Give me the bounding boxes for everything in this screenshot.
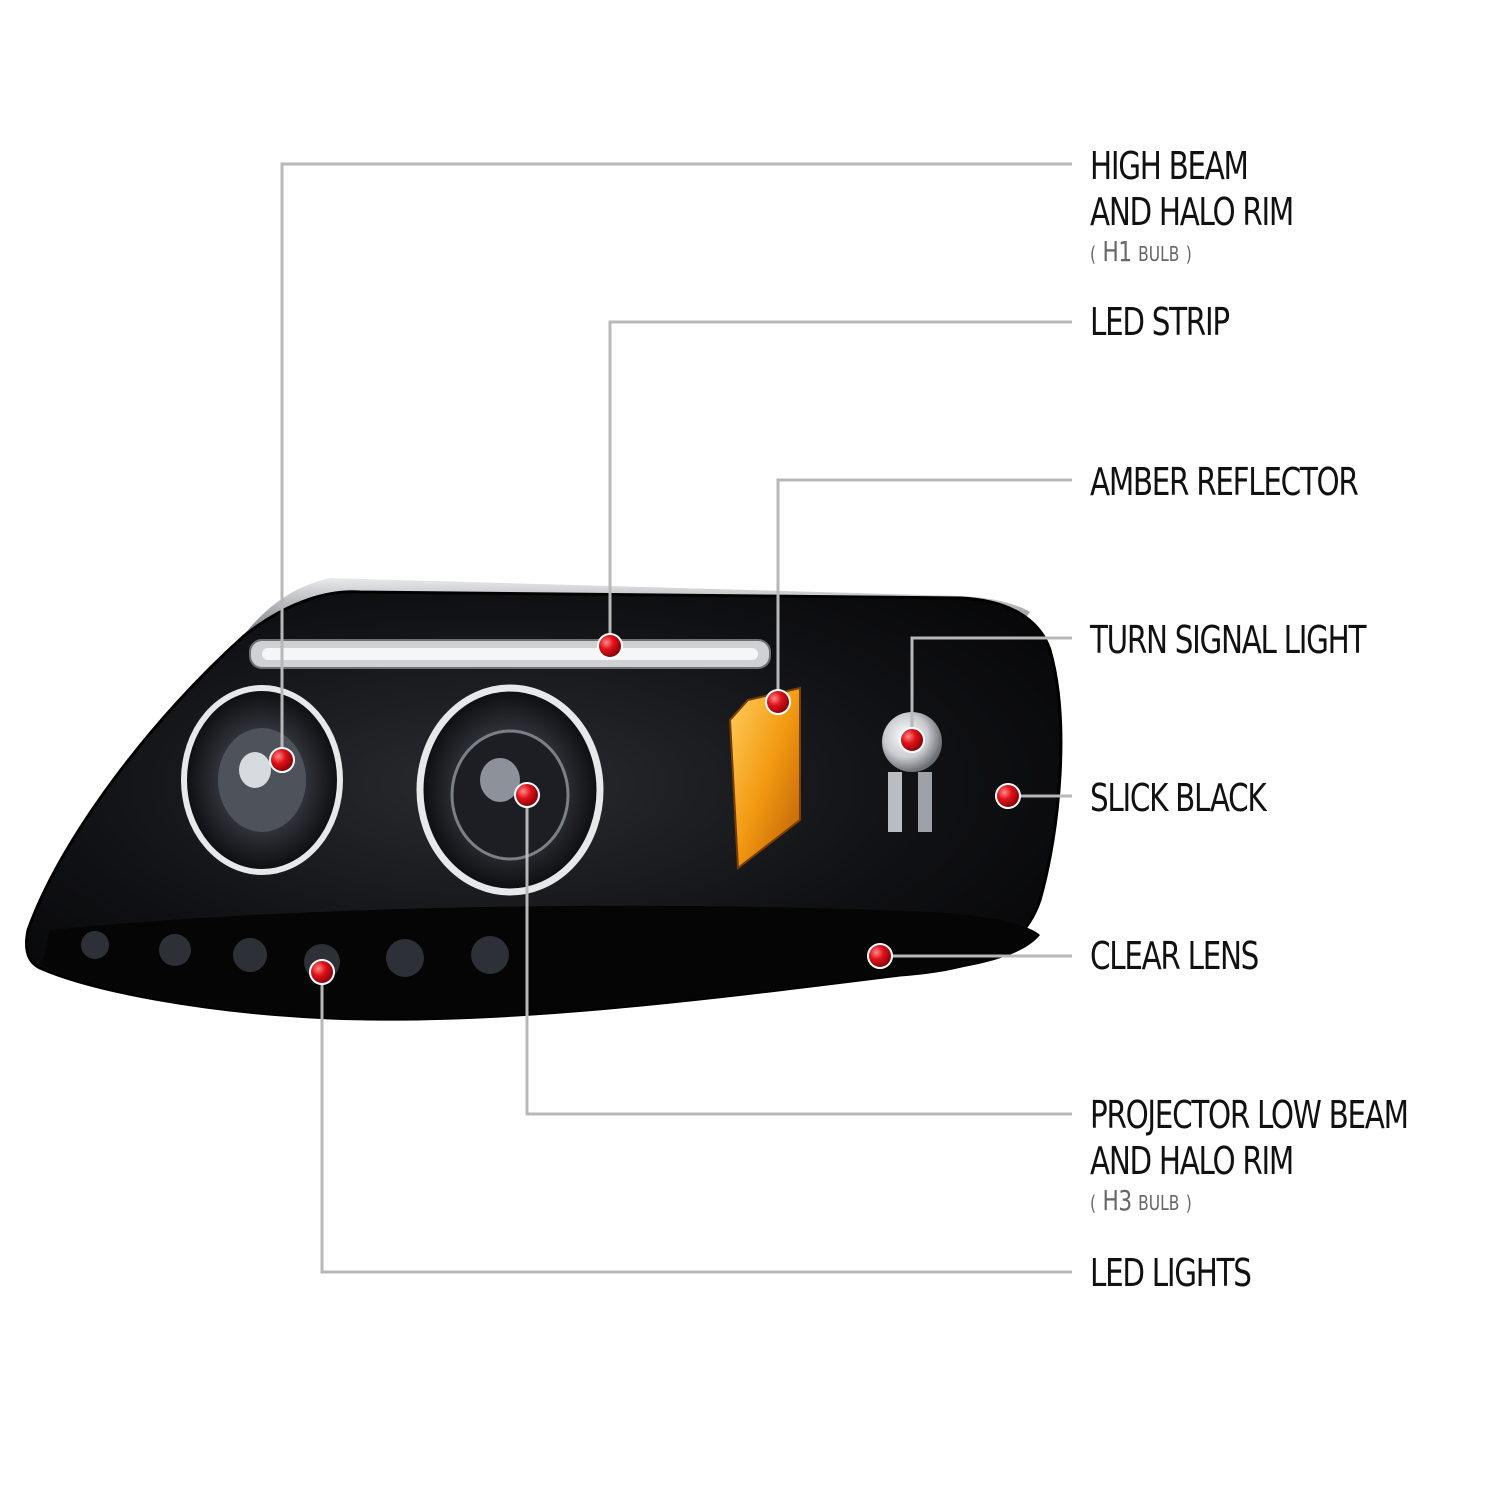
leader-line-amber-reflector: [776, 478, 1072, 702]
leader-line-led-lights: [320, 972, 1072, 1274]
led-light-3: [233, 938, 267, 972]
label-turn-signal: TURN SIGNAL LIGHT: [1090, 617, 1410, 663]
label-high-beam-line-2: AND HALO RIM: [1090, 190, 1294, 234]
projector-highlight: [480, 758, 520, 802]
label-led-strip-text: LED STRIP: [1090, 300, 1230, 344]
led-light-5: [386, 939, 424, 977]
marker-led-lights: [309, 959, 335, 985]
led-strip-glow: [262, 648, 758, 660]
label-slick-black: SLICK BLACK: [1090, 775, 1294, 821]
label-led-lights: LED LIGHTS: [1090, 1250, 1277, 1296]
marker-dots: [269, 633, 1021, 985]
leader-line-high-beam: [280, 162, 1072, 760]
turn-signal-base-2: [918, 772, 932, 832]
amber-reflector-shape: [728, 686, 801, 870]
label-high-beam-bulb: ( H1 BULB ): [1090, 235, 1192, 268]
label-high-beam: HIGH BEAM AND HALO RIM ( H1 BULB ): [1090, 143, 1326, 271]
marker-turn-signal: [899, 727, 925, 753]
marker-clear-lens: [867, 943, 893, 969]
label-high-beam-line-1: HIGH BEAM: [1090, 144, 1249, 188]
marker-projector: [514, 782, 540, 808]
led-light-1: [81, 931, 109, 959]
leader-line-led-strip: [608, 320, 1072, 646]
marker-high-beam: [269, 747, 295, 773]
label-projector-bulb: ( H3 BULB ): [1090, 1184, 1192, 1217]
marker-slick-black: [995, 783, 1021, 809]
label-projector-low-beam: PROJECTOR LOW BEAM AND HALO RIM ( H3 BUL…: [1090, 1092, 1459, 1220]
marker-led-strip: [597, 633, 623, 659]
marker-amber-reflector: [765, 689, 791, 715]
label-amber-reflector: AMBER REFLECTOR: [1090, 459, 1401, 505]
label-led-strip: LED STRIP: [1090, 299, 1251, 345]
label-led-lights-text: LED LIGHTS: [1090, 1251, 1252, 1295]
turn-signal-base-1: [888, 772, 902, 832]
leader-line-turn-signal: [910, 636, 1072, 740]
high-beam-bulb: [239, 752, 271, 788]
label-amber-reflector-text: AMBER REFLECTOR: [1090, 460, 1359, 504]
label-projector-line-1: PROJECTOR LOW BEAM: [1090, 1093, 1409, 1137]
headlight-illustration: [25, 578, 1063, 1021]
leader-line-projector: [525, 795, 1072, 1116]
label-slick-black-text: SLICK BLACK: [1090, 776, 1267, 820]
label-clear-lens-text: CLEAR LENS: [1090, 934, 1259, 978]
led-light-2: [159, 934, 191, 966]
led-light-6: [471, 936, 509, 974]
lower-bezel: [42, 905, 1040, 1020]
label-turn-signal-text: TURN SIGNAL LIGHT: [1090, 618, 1366, 662]
label-clear-lens: CLEAR LENS: [1090, 933, 1285, 979]
label-projector-line-2: AND HALO RIM: [1090, 1139, 1294, 1183]
